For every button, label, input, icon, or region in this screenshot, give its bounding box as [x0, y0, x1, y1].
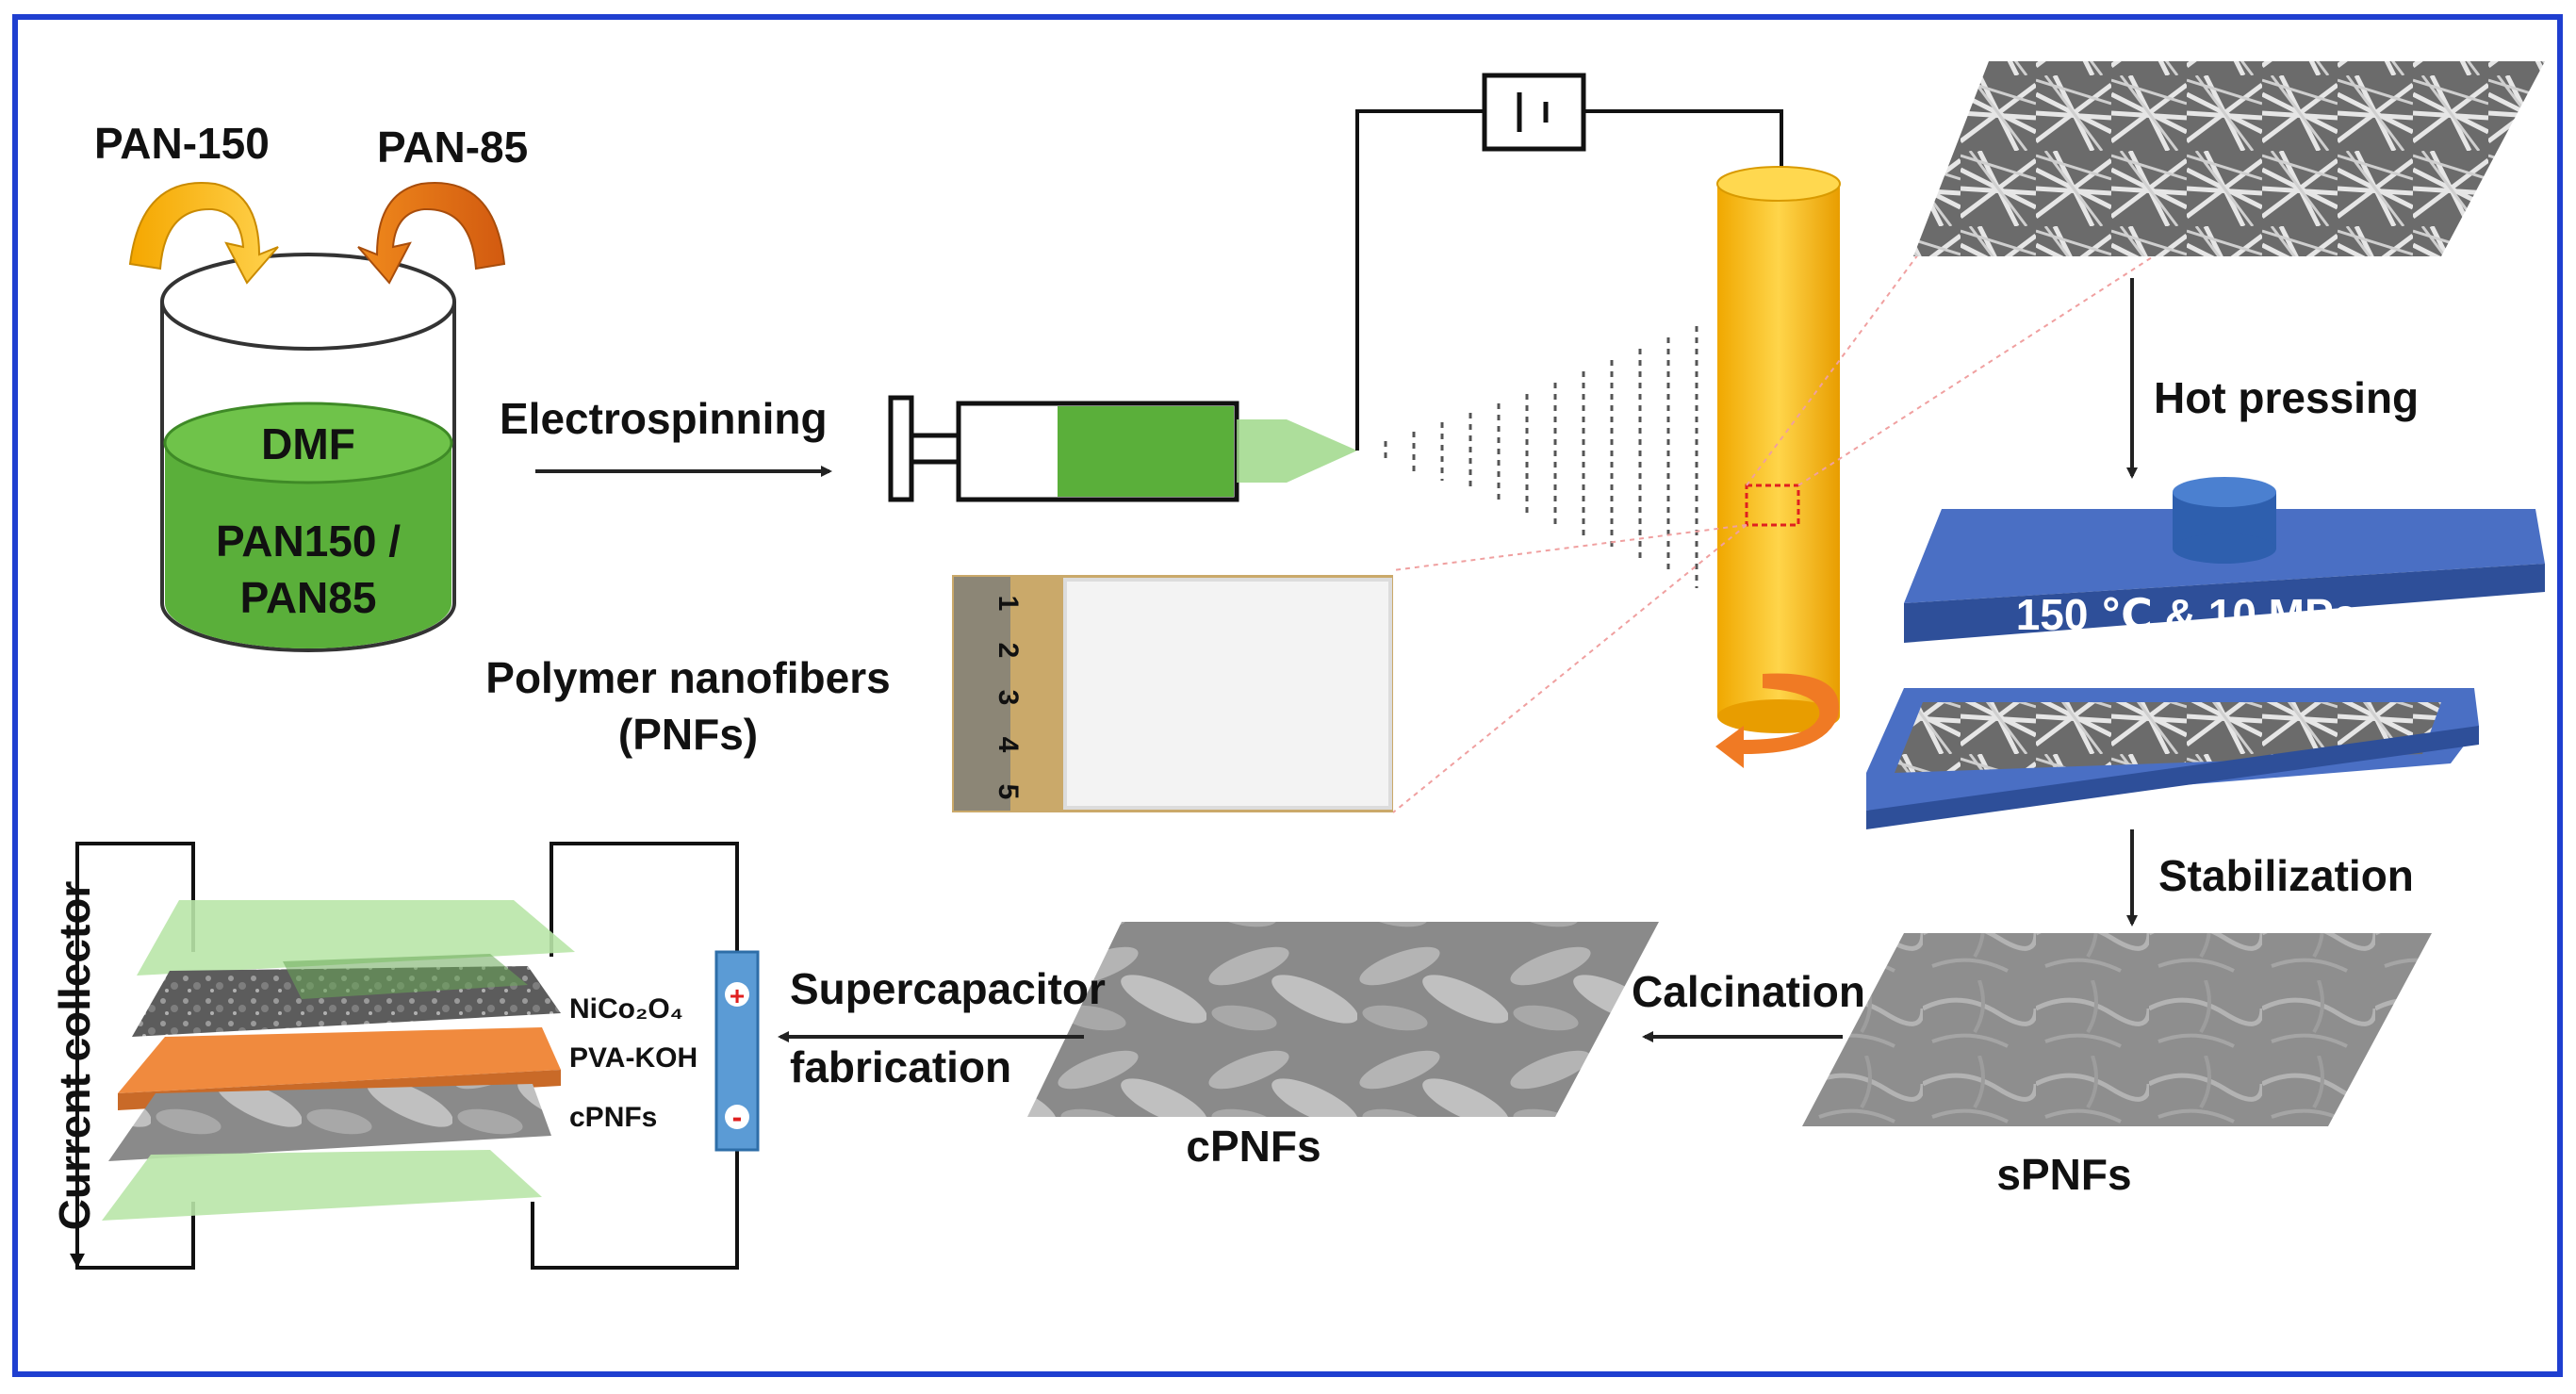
rotation-arrow: [1715, 673, 1839, 768]
fiber-sem-image: [1913, 61, 2545, 256]
pnfs-label-line1: Polymer nanofibers: [485, 653, 890, 702]
battery-minus: -: [732, 1100, 743, 1134]
bottom-electrode: [102, 1150, 542, 1221]
pan150-label: PAN-150: [94, 119, 270, 168]
hot-press-plate: [1904, 477, 2545, 643]
current-collector-arrowhead: [70, 1254, 85, 1268]
pva-koh-layer-label: PVA-KOH: [569, 1042, 697, 1074]
calcination-label: Calcination: [1632, 967, 1865, 1016]
battery-icon: [714, 950, 760, 1152]
current-collector-label: Current collector: [50, 881, 99, 1231]
outer-frame: [12, 14, 2563, 1377]
dmf-label: DMF: [261, 419, 355, 468]
pan-mix-label-line2: PAN85: [240, 573, 377, 622]
supercap-label-line1: Supercapacitor: [790, 964, 1106, 1013]
svg-text:3: 3: [993, 690, 1024, 706]
hot-pressing-label: Hot pressing: [2154, 373, 2419, 422]
pnf-photo: [952, 575, 1393, 812]
syringe: [888, 395, 1357, 502]
pressed-mat: [1866, 688, 2479, 829]
supercap-label-line2: fabrication: [790, 1042, 1011, 1091]
pan150-arrow: [128, 182, 279, 285]
rotating-collector: [1716, 166, 1841, 733]
spnfs-sem-image: [1802, 933, 2432, 1126]
cpnfs-sem-image: [1027, 922, 1659, 1117]
electrospinning-label: Electrospinning: [500, 394, 828, 443]
battery-plus: +: [730, 981, 745, 1010]
pan-mix-label-line1: PAN150 /: [216, 517, 401, 566]
supercapacitor-stack: [75, 842, 739, 1270]
pan85-label: PAN-85: [377, 123, 528, 172]
stabilization-label: Stabilization: [2158, 851, 2414, 900]
zoom-lines: [1392, 70, 2442, 813]
pnfs-label-line2: (PNFs): [618, 710, 758, 759]
pan85-arrow: [357, 182, 506, 285]
power-supply: [1355, 73, 1783, 451]
solution: [165, 443, 451, 648]
cpnfs-label: cPNFs: [1186, 1122, 1321, 1171]
nico2o4-layer-label: NiCo₂O₄: [569, 993, 683, 1025]
spnfs-label: sPNFs: [1996, 1150, 2131, 1199]
svg-text:2: 2: [993, 643, 1024, 659]
pva-koh-layer: [118, 1027, 561, 1093]
svg-text:1: 1: [993, 596, 1024, 612]
cpnfs-layer-label: cPNFs: [569, 1102, 657, 1133]
spray-jet: [1384, 326, 1698, 588]
cpnfs-layer: [108, 1084, 551, 1161]
press-condition-label: 150 ℃ & 10 MPa: [2016, 590, 2358, 639]
ruler-ticks: 1 2 3 4 5: [993, 596, 1024, 800]
svg-text:4: 4: [993, 737, 1024, 753]
beaker: [160, 253, 456, 652]
svg-text:5: 5: [993, 784, 1024, 800]
